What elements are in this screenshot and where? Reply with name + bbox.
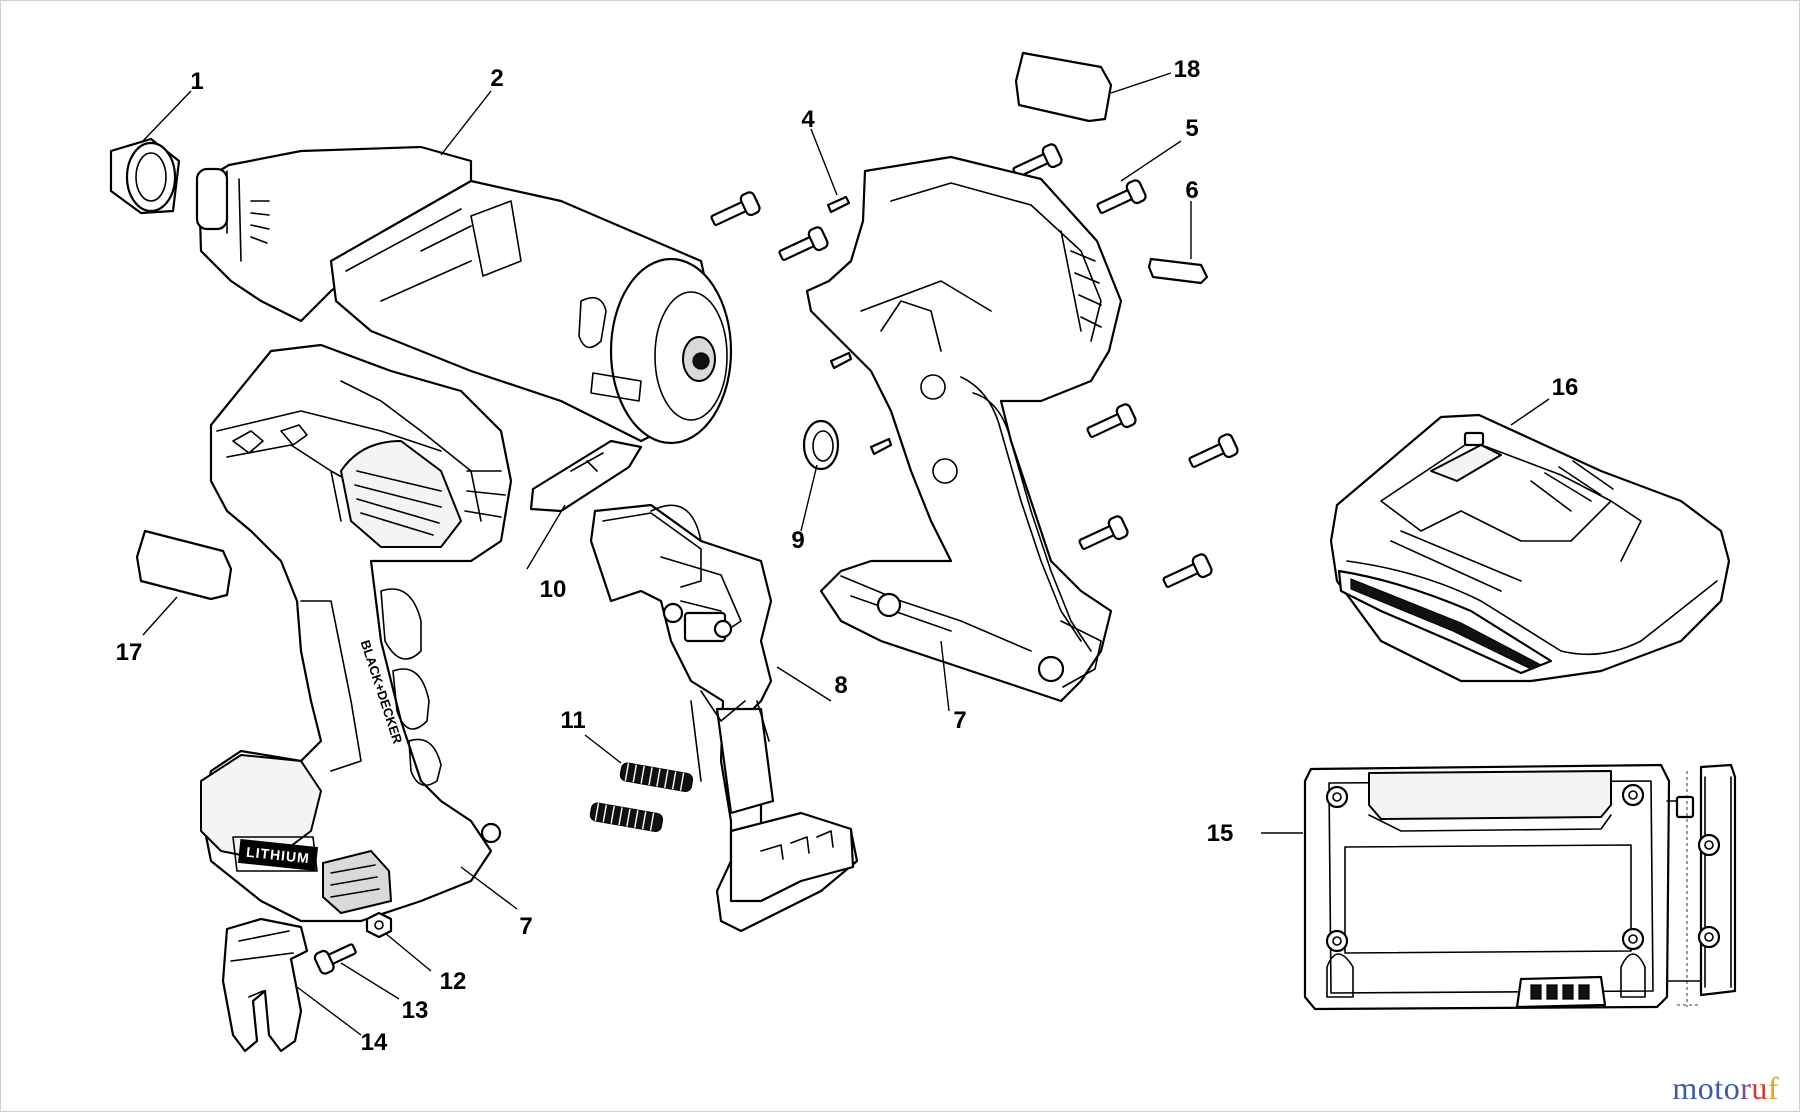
callout-9: 9 [791, 527, 805, 554]
leader-lines [140, 72, 1550, 1036]
callout-4: 4 [801, 106, 815, 133]
wm-letter: t [1714, 1070, 1724, 1106]
callout-16: 16 [1551, 374, 1579, 401]
part-11-springs [589, 762, 694, 833]
part-18-label-pad [1014, 51, 1113, 123]
part-7-housing-half-right [805, 155, 1123, 703]
callout-7-left-housing: 7 [519, 913, 533, 940]
callout-2: 2 [490, 65, 504, 92]
part-6-pad [1147, 257, 1209, 285]
part-10-slider [529, 439, 643, 513]
callout-8: 8 [834, 672, 848, 699]
part-7-housing-left [199, 343, 513, 923]
part-14-belt-clip [221, 917, 309, 1053]
wm-letter: u [1751, 1070, 1768, 1106]
callout-14: 14 [360, 1029, 388, 1056]
callout-17: 17 [115, 639, 143, 666]
part-1-nose-ring [109, 137, 181, 215]
part-8-switch-module [589, 503, 859, 933]
wm-letter: f [1767, 1070, 1779, 1106]
part-13-screw [313, 943, 357, 975]
wm-letter: m [1672, 1070, 1698, 1106]
callout-6: 6 [1185, 177, 1199, 204]
watermark-logo: motoruf [1672, 1070, 1779, 1107]
part-15-charger-base [1303, 763, 1737, 1011]
callout-18: 18 [1173, 56, 1201, 83]
part-17-label-pad [135, 529, 233, 601]
wm-letter: o [1723, 1070, 1741, 1106]
wm-letter: r [1740, 1070, 1752, 1106]
part-4-pins [826, 195, 893, 456]
callout-13: 13 [401, 997, 429, 1024]
part-2-motor-housing [195, 145, 733, 445]
callout-1: 1 [190, 68, 204, 95]
wm-letter: o [1697, 1070, 1715, 1106]
callout-11: 11 [560, 707, 586, 734]
callout-7-right-housing: 7 [953, 707, 967, 734]
part-12-nut [365, 911, 393, 939]
part-9-washer [802, 419, 840, 471]
callout-12: 12 [439, 968, 467, 995]
callout-15: 15 [1206, 820, 1234, 847]
part-16-battery-pack [1329, 413, 1731, 683]
callout-10: 10 [539, 576, 567, 603]
part-5-screws [710, 143, 1239, 588]
callout-5: 5 [1185, 115, 1199, 142]
